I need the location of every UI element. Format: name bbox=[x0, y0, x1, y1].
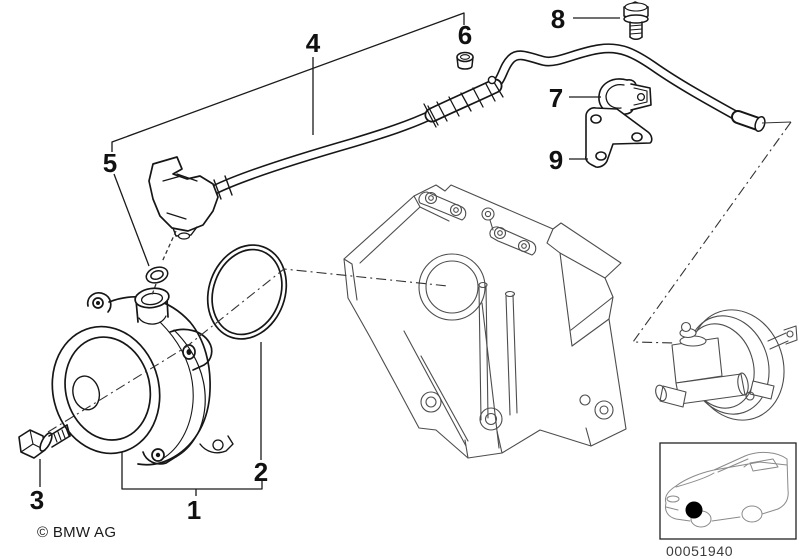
o-ring bbox=[206, 244, 288, 340]
engine-block bbox=[343, 184, 627, 459]
callout-3[interactable]: 3 bbox=[29, 485, 45, 515]
car-silhouette bbox=[665, 451, 789, 528]
vacuum-pump bbox=[51, 287, 234, 466]
callout-4[interactable]: 4 bbox=[305, 28, 321, 58]
callout-8[interactable]: 8 bbox=[550, 4, 566, 34]
vehicle-thumbnail-box bbox=[659, 442, 797, 540]
leader-lines bbox=[39, 12, 620, 496]
callout-5[interactable]: 5 bbox=[102, 148, 118, 178]
callout-9[interactable]: 9 bbox=[548, 145, 564, 175]
vacuum-hose-assembly bbox=[148, 43, 766, 240]
brake-booster bbox=[655, 309, 798, 421]
seal-ring bbox=[145, 266, 169, 284]
image-number: 00051940 bbox=[666, 543, 734, 559]
callout-6[interactable]: 6 bbox=[457, 20, 473, 50]
holder-bracket bbox=[585, 107, 653, 168]
hood-location-dot bbox=[685, 501, 703, 519]
pump-mounting-bolt bbox=[18, 424, 71, 459]
callout-2[interactable]: 2 bbox=[253, 457, 269, 487]
hose-clamp bbox=[598, 78, 652, 116]
callout-7[interactable]: 7 bbox=[548, 83, 564, 113]
assembly-axis-lines bbox=[47, 121, 792, 433]
copyright-text: © BMW AG bbox=[37, 524, 117, 541]
callout-1[interactable]: 1 bbox=[186, 495, 202, 525]
bracket-bolt bbox=[623, 1, 649, 40]
vacuum-cap bbox=[456, 51, 474, 70]
